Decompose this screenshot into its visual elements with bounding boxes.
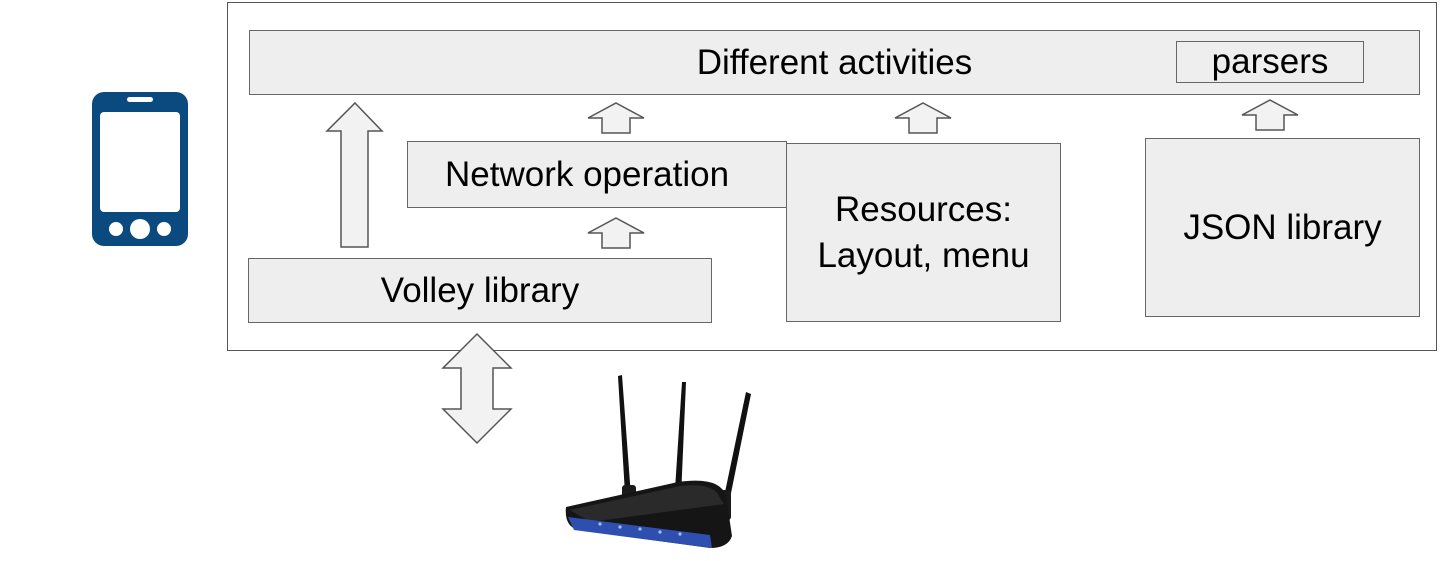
parsers-label: parsers <box>1211 42 1329 82</box>
json-library-box: JSON library <box>1145 138 1420 317</box>
volley-library-label: Volley library <box>380 270 580 310</box>
arrow-volley-to-activities <box>325 101 384 248</box>
different-activities-label: Different activities <box>696 42 973 82</box>
arrow-volley-to-network <box>587 217 645 249</box>
network-operation-box: Network operation <box>407 141 787 208</box>
parsers-box: parsers <box>1176 41 1364 83</box>
wifi-router-icon <box>565 375 751 548</box>
arrow-json-to-parsers <box>1241 99 1299 131</box>
json-library-label: JSON library <box>1183 207 1382 247</box>
resources-box: Resources: Layout, menu <box>786 143 1061 322</box>
smartphone-icon <box>92 92 188 246</box>
bidirectional-arrow <box>441 332 513 445</box>
arrow-network-to-activities <box>587 102 645 134</box>
resources-label-line2: Layout, menu <box>817 235 1030 275</box>
resources-label-line1: Resources: <box>834 190 1013 229</box>
arrow-resources-to-activities <box>894 102 952 134</box>
network-operation-label: Network operation <box>445 154 730 194</box>
volley-library-box: Volley library <box>248 258 712 323</box>
